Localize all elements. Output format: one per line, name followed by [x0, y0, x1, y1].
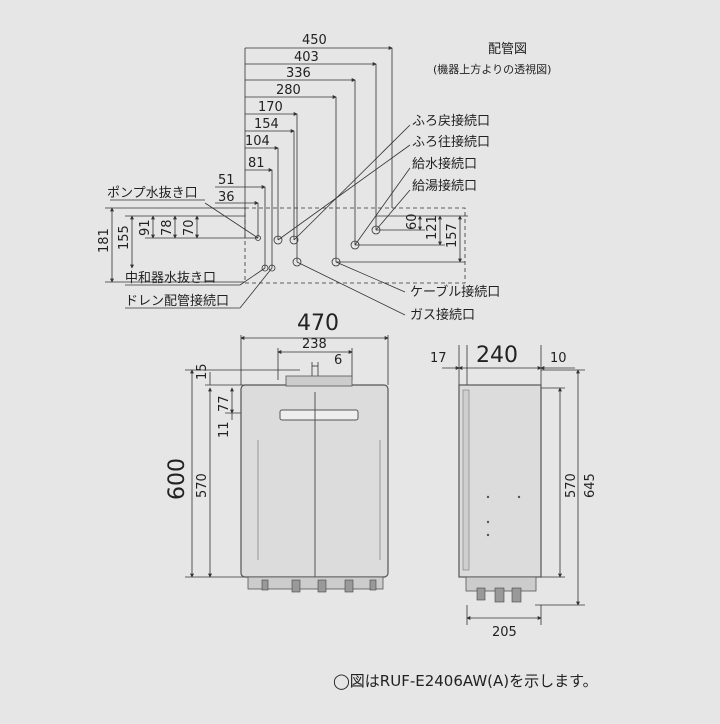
dim-91: 91	[138, 219, 153, 236]
dim-280: 280	[276, 83, 301, 98]
piping-title: 配管図	[488, 42, 527, 57]
dim-121: 121	[425, 215, 440, 240]
dim-170: 170	[258, 100, 283, 115]
dim-60: 60	[405, 213, 420, 230]
front-dim-570: 570	[195, 473, 210, 498]
label-hot-water: 給湯接続口	[412, 178, 477, 194]
dim-81: 81	[248, 156, 265, 171]
front-view: 470 238 6 600 570 15 77 11	[165, 311, 389, 593]
label-water-supply: 給水接続口	[412, 156, 477, 172]
dim-51: 51	[218, 173, 235, 188]
piping-diagram	[105, 46, 468, 316]
side-dim-205: 205	[492, 625, 517, 640]
side-view: 240 17 10 570 645 205	[430, 343, 598, 640]
side-depth-240: 240	[476, 343, 518, 368]
dim-78: 78	[160, 219, 175, 236]
piping-subtitle: (機器上方よりの透視図)	[433, 62, 551, 76]
label-gas: ガス接続口	[410, 307, 475, 323]
dim-403: 403	[294, 50, 319, 65]
footnote: ◯図はRUF-E2406AW(A)を示します。	[333, 672, 598, 690]
label-bath-supply: ふろ往接続口	[412, 134, 490, 150]
side-dim-570: 570	[564, 473, 579, 498]
front-dim-11: 11	[217, 421, 232, 438]
front-dim-238: 238	[302, 337, 327, 352]
dim-154: 154	[254, 117, 279, 132]
label-bath-return: ふろ戻接続口	[412, 113, 490, 129]
label-cable: ケーブル接続口	[410, 284, 500, 300]
dim-336: 336	[286, 66, 311, 81]
front-dim-77: 77	[217, 395, 232, 412]
dim-450: 450	[302, 33, 327, 48]
piping-labels: 配管図 (機器上方よりの透視図) 450 403 336 280 170 154…	[97, 33, 551, 323]
dim-104: 104	[245, 134, 270, 149]
dim-70: 70	[182, 219, 197, 236]
front-height-600: 600	[165, 458, 190, 500]
front-dim-15: 15	[195, 363, 210, 380]
front-dim-6: 6	[334, 353, 342, 368]
dim-155: 155	[117, 225, 132, 250]
side-dim-17: 17	[430, 351, 447, 366]
dim-157: 157	[445, 223, 460, 248]
dim-36: 36	[218, 190, 235, 205]
side-dim-10: 10	[550, 351, 567, 366]
front-width-470: 470	[297, 311, 339, 336]
dim-181: 181	[97, 228, 112, 253]
side-dim-645: 645	[583, 473, 598, 498]
label-drain-pipe: ドレン配管接続口	[125, 293, 229, 309]
label-neutralizer-drain: 中和器水抜き口	[125, 270, 216, 286]
label-pump-drain: ポンプ水抜き口	[107, 185, 198, 201]
